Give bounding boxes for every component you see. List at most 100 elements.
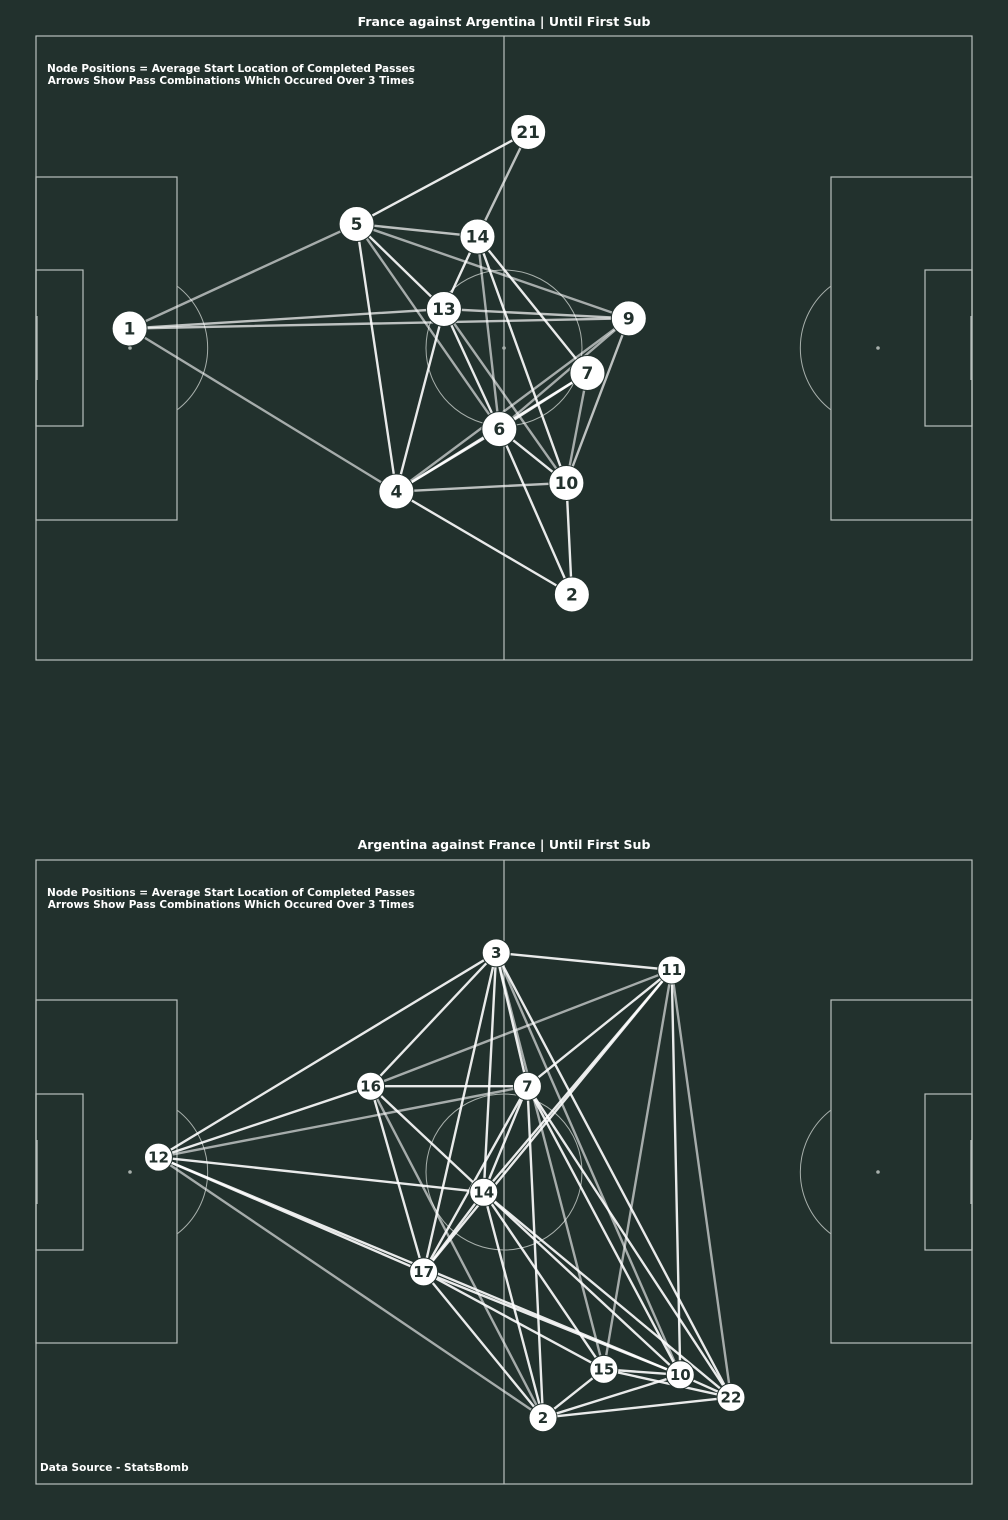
player-node-7: 7	[512, 1071, 542, 1101]
pass-edge-12-14	[157, 1155, 485, 1194]
player-node-circle	[510, 113, 547, 150]
left-penalty-area	[35, 176, 178, 521]
player-node-circle	[657, 955, 687, 985]
pass-edge-14-17	[422, 1191, 485, 1274]
left-penalty-spot	[128, 1170, 132, 1174]
pass-edge-14-2	[482, 1191, 545, 1419]
annotation-line-2: Arrows Show Pass Combinations Which Occu…	[48, 75, 414, 87]
player-node-2: 2	[528, 1403, 558, 1433]
pass-edge-15-22	[602, 1368, 733, 1399]
player-number-label: 2	[538, 1409, 548, 1427]
player-number-label: 10	[555, 474, 579, 494]
pass-edge-10-2	[541, 1373, 682, 1419]
player-node-circle	[481, 938, 511, 968]
pass-edge-5-9	[355, 222, 630, 320]
player-number-label: 21	[516, 123, 540, 143]
player-node-16: 16	[356, 1071, 386, 1101]
right-penalty-area	[830, 999, 973, 1344]
pass-edge-16-17	[369, 1084, 425, 1274]
player-node-circle	[338, 205, 375, 242]
pass-edge-5-4	[355, 222, 398, 493]
player-node-circle	[548, 464, 585, 501]
player-node-14: 14	[469, 1177, 499, 1207]
player-node-circle	[589, 1354, 619, 1384]
player-node-circle	[528, 1403, 558, 1433]
player-node-circle	[469, 1177, 499, 1207]
centre-circle	[425, 1093, 583, 1251]
player-number-label: 13	[432, 300, 456, 320]
player-number-label: 3	[491, 944, 501, 962]
player-node-13: 13	[425, 291, 462, 327]
player-node-4: 4	[378, 473, 415, 510]
player-node-10: 10	[548, 464, 585, 501]
argentina-pass-network-panel: Argentina against France | Until First S…	[35, 837, 973, 1485]
pass-edge-5-13	[355, 222, 446, 311]
pass-edge-13-10	[442, 307, 568, 485]
pass-edge-3-12	[157, 951, 498, 1159]
pass-edge-13-9	[442, 307, 630, 320]
player-node-15: 15	[589, 1354, 619, 1384]
pass-edges	[128, 130, 630, 596]
pass-edge-11-15	[602, 968, 673, 1371]
player-node-circle	[553, 576, 590, 613]
left-penalty-spot	[128, 346, 132, 350]
player-node-11: 11	[657, 955, 687, 985]
player-node-circle	[481, 411, 518, 448]
chart-title: Argentina against France | Until First S…	[358, 837, 651, 852]
player-node-circle	[569, 354, 606, 391]
pass-edge-3-15	[495, 951, 606, 1371]
pass-edge-11-16	[369, 968, 673, 1088]
centre-spot	[502, 346, 506, 350]
player-node-circle	[111, 310, 148, 347]
pass-edge-11-10	[670, 968, 682, 1377]
pass-edge-9-4	[395, 317, 630, 493]
player-number-label: 10	[670, 1366, 691, 1384]
pass-edge-7-10	[526, 1084, 682, 1377]
pass-edge-7-22	[526, 1084, 733, 1399]
right-penalty-area	[830, 176, 973, 521]
player-number-label: 4	[390, 482, 402, 502]
player-node-circle	[143, 1142, 173, 1172]
pass-edge-17-10	[422, 1270, 682, 1377]
france-pass-network-panel: France against Argentina | Until First S…	[35, 14, 973, 661]
player-node-circle	[378, 473, 415, 510]
pass-edge-11-7	[526, 968, 673, 1088]
pass-edge-14-21	[476, 130, 530, 238]
pass-edge-16-12	[157, 1084, 372, 1159]
pass-edge-14-7	[476, 235, 589, 375]
player-node-7: 7	[569, 354, 606, 391]
player-number-label: 7	[582, 364, 594, 384]
right-penalty-spot	[876, 1170, 880, 1174]
pass-edge-3-10	[495, 951, 682, 1377]
pass-edge-3-22	[495, 951, 733, 1399]
pass-edge-14-10	[476, 235, 568, 485]
pass-edge-7-10	[565, 371, 589, 485]
pass-edge-16-2	[369, 1084, 545, 1419]
player-node-1: 1	[111, 310, 148, 347]
player-node-5: 5	[338, 205, 375, 242]
right-six-yard-box	[924, 1093, 973, 1251]
pass-edge-11-22	[670, 968, 733, 1399]
player-node-2: 2	[553, 576, 590, 613]
left-six-yard-box	[35, 1093, 84, 1251]
player-node-22: 22	[716, 1382, 746, 1412]
pass-edge-5-14	[355, 222, 479, 238]
pass-edge-4-2	[395, 490, 574, 596]
pass-edge-1-13	[128, 307, 446, 330]
left-penalty-area	[35, 999, 178, 1344]
annotation-line-1: Node Positions = Average Start Location …	[47, 63, 415, 75]
player-number-label: 16	[360, 1077, 381, 1095]
player-node-3: 3	[481, 938, 511, 968]
pass-edge-9-6	[498, 317, 630, 431]
pass-edge-7-14	[482, 1084, 529, 1194]
pass-edge-14-6	[476, 235, 501, 431]
pass-edge-17-15	[422, 1270, 606, 1371]
player-node-circle	[356, 1071, 386, 1101]
pass-edge-6-2	[498, 427, 574, 596]
pass-edge-7-17	[422, 1084, 529, 1274]
pass-edge-14-10	[482, 1191, 682, 1377]
player-number-label: 5	[351, 215, 363, 235]
pass-edge-5-6	[355, 222, 501, 431]
